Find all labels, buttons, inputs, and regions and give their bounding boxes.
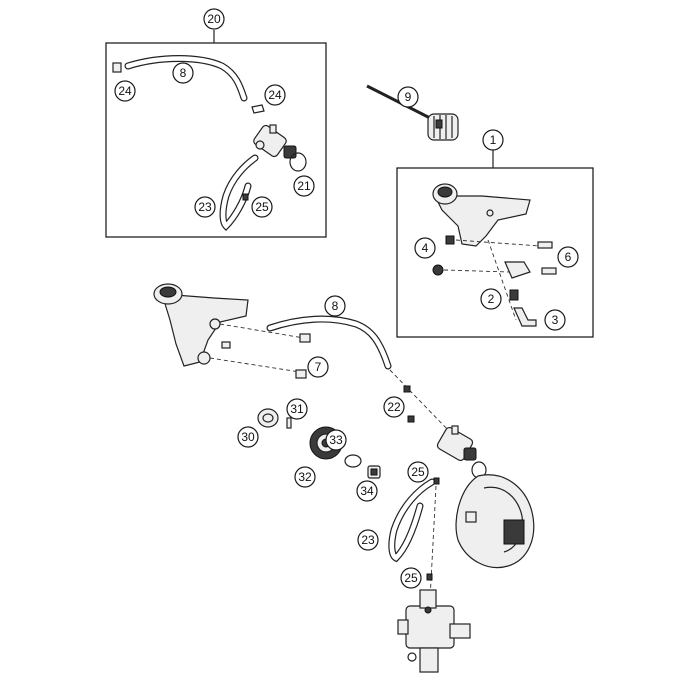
kit-1-frame: [396, 167, 594, 338]
svg-text:30: 30: [241, 430, 255, 444]
callout-3[interactable]: 3: [544, 309, 566, 331]
callout-6[interactable]: 6: [557, 246, 579, 268]
svg-text:8: 8: [180, 66, 187, 80]
fuel-cap-9: [366, 84, 459, 141]
svg-text:23: 23: [361, 533, 375, 547]
fuel-valve-kit: [253, 124, 297, 159]
carburetor: [397, 589, 471, 673]
hose-23-main: [388, 478, 436, 563]
svg-text:1: 1: [490, 133, 497, 147]
clamp-25-lower: [426, 573, 433, 581]
clamp-22a: [403, 385, 411, 393]
callout-31[interactable]: 31: [286, 398, 308, 420]
bushing-30: [257, 408, 279, 428]
svg-text:25: 25: [411, 465, 425, 479]
clamp-24-kit-right: [251, 104, 265, 114]
clamp-22b: [407, 415, 415, 423]
callout-30[interactable]: 30: [237, 426, 259, 448]
callout-24-kit-left[interactable]: 24: [114, 80, 136, 102]
nut-34: [367, 465, 381, 479]
elbow-3: [513, 307, 537, 327]
callout-32[interactable]: 32: [294, 466, 316, 488]
callout-2[interactable]: 2: [480, 288, 502, 310]
svg-text:22: 22: [387, 400, 401, 414]
callout-7[interactable]: 7: [307, 356, 329, 378]
nut-4b: [432, 264, 444, 276]
svg-text:32: 32: [298, 470, 312, 484]
screw-6: [537, 241, 557, 275]
callout-22[interactable]: 22: [383, 396, 405, 418]
callout-23-main[interactable]: 23: [357, 529, 379, 551]
svg-text:23: 23: [198, 200, 212, 214]
fuel-valve-main: [436, 425, 477, 462]
svg-text:3: 3: [552, 313, 559, 327]
ring-33: [344, 454, 362, 468]
nut-4: [445, 235, 455, 245]
kit-20-frame: [105, 42, 327, 238]
bracket-kit: [504, 261, 531, 279]
svg-text:24: 24: [268, 88, 282, 102]
callout-8-main[interactable]: 8: [324, 295, 346, 317]
svg-text:20: 20: [207, 12, 221, 26]
callout-1[interactable]: 1: [482, 129, 504, 151]
engine-cover: [455, 474, 535, 569]
clamp-25-kit: [242, 193, 249, 201]
svg-text:7: 7: [315, 360, 322, 374]
svg-text:33: 33: [329, 433, 343, 447]
hose-23-kit: [219, 154, 259, 231]
fuel-tank-main: [153, 283, 249, 367]
callout-25-main[interactable]: 25: [407, 461, 429, 483]
callout-21[interactable]: 21: [293, 175, 315, 197]
svg-text:6: 6: [565, 250, 572, 264]
callout-25-lower[interactable]: 25: [400, 567, 422, 589]
svg-text:31: 31: [290, 402, 304, 416]
svg-text:21: 21: [297, 179, 311, 193]
svg-text:2: 2: [488, 292, 495, 306]
hose-8-main: [266, 315, 392, 370]
callout-23-kit[interactable]: 23: [194, 196, 216, 218]
clamp-2: [509, 289, 519, 301]
callout-34[interactable]: 34: [356, 480, 378, 502]
callout-4[interactable]: 4: [414, 237, 436, 259]
svg-text:8: 8: [332, 299, 339, 313]
pin-31: [286, 417, 292, 429]
svg-text:4: 4: [422, 241, 429, 255]
callout-8-kit[interactable]: 8: [172, 62, 194, 84]
callout-20[interactable]: 20: [203, 8, 225, 30]
hose-8-kit: [124, 55, 248, 102]
callout-25-kit[interactable]: 25: [251, 196, 273, 218]
callout-9[interactable]: 9: [397, 86, 419, 108]
svg-text:34: 34: [360, 484, 374, 498]
svg-text:24: 24: [118, 84, 132, 98]
svg-text:25: 25: [404, 571, 418, 585]
callout-24-kit-right[interactable]: 24: [264, 84, 286, 106]
bolt-7-lower: [295, 369, 307, 379]
fuel-tank-kit: [432, 183, 531, 247]
callout-33[interactable]: 33: [325, 429, 347, 451]
svg-text:9: 9: [405, 90, 412, 104]
o-ring-21-kit: [289, 152, 307, 172]
bolt-7-upper: [299, 333, 311, 343]
svg-text:25: 25: [255, 200, 269, 214]
clamp-25-main: [433, 477, 440, 485]
clamp-24-kit-left: [112, 62, 122, 73]
